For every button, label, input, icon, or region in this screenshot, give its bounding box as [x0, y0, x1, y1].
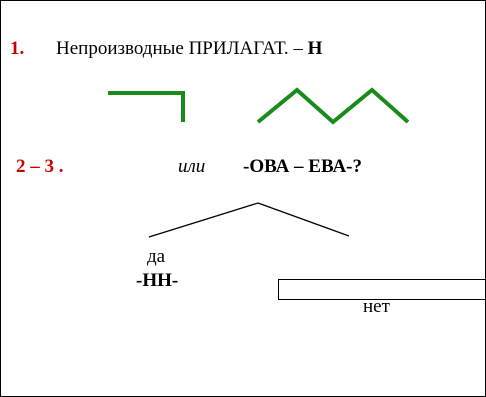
branch-line-left [148, 202, 259, 238]
rule-two-number: 2 – 3 . [16, 156, 64, 177]
branch-line-right [257, 202, 350, 237]
rule-one-label: Непроизводные ПРИЛАГАТ. – [56, 38, 308, 59]
rule-two-suffix-question: -ОВА – ЕВА-? [243, 156, 363, 177]
branch-no-label: нет [363, 296, 390, 317]
zigzag-suffix-icon [256, 87, 410, 125]
ending-bracket-icon [108, 91, 185, 122]
branch-no-box [278, 279, 486, 300]
branch-yes-suffix: -НН- [136, 270, 179, 291]
rule-two-conjunction: или [178, 156, 206, 177]
rule-one-number: 1. [10, 38, 25, 59]
rule-one-suffix: Н [307, 38, 323, 59]
rule-one-text: Непроизводные ПРИЛАГАТ. – Н [56, 38, 322, 60]
branch-yes-label: да [147, 246, 166, 267]
